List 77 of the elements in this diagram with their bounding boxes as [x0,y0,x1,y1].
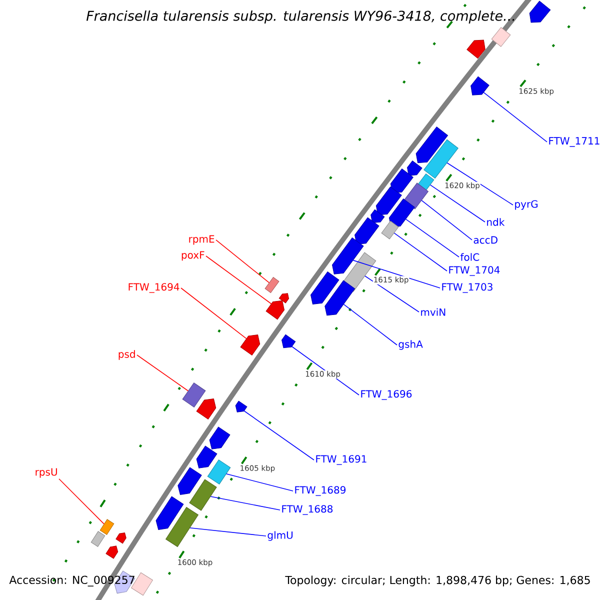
leader-line [210,496,280,510]
gene-feature [235,400,248,412]
gene-feature [278,293,290,304]
gene-feature [324,280,356,316]
gene-label: accD [474,236,498,244]
gene-feature [529,0,551,23]
gene-label: FTW_1689 [295,486,346,496]
gene-feature [189,479,217,511]
gene-feature [196,446,218,468]
gene-feature [178,467,202,495]
gene-feature [470,76,490,96]
leader-line [364,276,420,312]
leader-line [216,240,270,284]
gene-label: glmU [268,531,293,541]
gene-label: pyrG [515,200,538,210]
gene-label: FTW_1696 [361,390,412,400]
gene-feature [332,237,364,274]
gene-label: rpsU [36,468,57,478]
gene-label: FTW_1688 [282,505,333,515]
leader-line [226,474,294,492]
gene-label: FTW_1694 [128,283,180,293]
accession-text: Accession: NC_009257 [9,576,134,586]
gene-feature [209,426,230,450]
leader-line [405,218,460,258]
gene-feature [182,382,206,408]
gene-feature [466,40,486,59]
gene-label: gshA [398,340,423,350]
gene-feature [418,174,434,190]
gene-label: FTW_1691 [316,455,366,465]
leader-line [136,354,189,392]
gene-feature [407,160,422,176]
gene-feature [354,217,380,244]
leader-line [394,232,448,272]
leader-line [180,288,247,339]
leader-line [446,162,514,206]
gene-feature [370,209,385,224]
leader-line [421,200,472,240]
gene-feature [166,507,198,547]
leader-line [430,184,486,222]
gene-feature [491,27,511,47]
gene-feature [376,186,402,216]
gene-feature [381,220,399,240]
gene-feature [416,126,448,164]
gene-feature [282,334,296,348]
gene-feature [404,182,428,210]
gene-feature [240,334,260,356]
gene-feature [196,398,216,420]
gene-feature [100,519,114,535]
gene-label: poxF [182,251,204,261]
gene-feature [266,300,285,320]
gene-feature [106,546,118,559]
gene-feature [388,198,415,228]
leader-line [206,256,272,304]
gene-label: folC [460,253,480,261]
leader-line [244,410,314,460]
gene-label: FTW_1711 [549,137,600,147]
gene-feature [156,496,184,530]
gene-label: psd [118,350,135,360]
gene-label: ndk [487,218,505,226]
gene-label: FTW_1704 [449,266,500,276]
gene-feature [207,460,231,484]
leader-line [483,92,548,142]
leader-line [190,527,266,536]
genome-info-text: Topology: circular; Length: 1,898,476 bp; Genes: 1,685 [285,576,590,586]
leader-line [58,478,104,524]
gene-feature [310,271,340,304]
title: Francisella tularensis subsp. tularensis WY96-3418, complete... [86,10,514,24]
gene-label: mviN [421,308,446,316]
leader-line [352,260,440,288]
gene-feature [90,531,106,547]
leader-line [343,304,398,346]
gene-feature [264,277,280,293]
gene-feature [116,532,126,544]
gene-feature [390,168,414,194]
gene-feature [424,139,458,179]
gene-label: rpmE [189,235,214,245]
gene-label: FTW_1703 [442,283,492,293]
